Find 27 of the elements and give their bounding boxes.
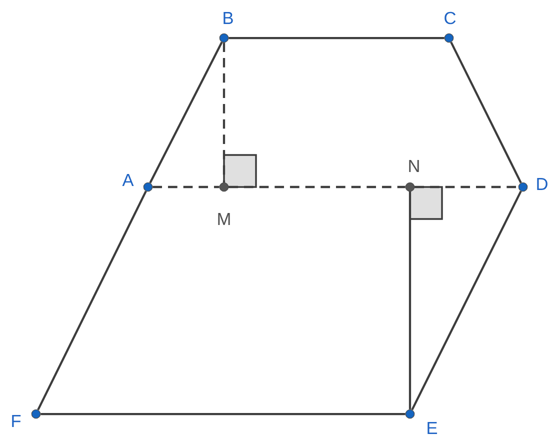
segment	[40, 412, 406, 416]
dashed-segment	[152, 186, 220, 188]
labeled-point: E	[405, 409, 438, 434]
labeled-point: C	[444, 12, 456, 43]
node-label: A	[122, 174, 134, 186]
node-label: E	[428, 422, 438, 434]
node-label: C	[444, 12, 456, 24]
labeled-point: D	[518, 178, 548, 192]
node-label: B	[224, 12, 233, 24]
segment	[149, 42, 223, 184]
labeled-point: B	[219, 12, 233, 43]
segment	[450, 42, 522, 184]
labeled-point: A	[122, 174, 153, 192]
node-label: N	[409, 160, 419, 172]
labeled-point: N	[405, 160, 419, 192]
segment	[411, 190, 522, 410]
labeled-point: M	[218, 182, 230, 225]
segment	[228, 36, 444, 40]
node-label: M	[218, 213, 230, 225]
segment	[37, 190, 147, 410]
labeled-point: F	[12, 409, 41, 427]
dashed-segment	[228, 186, 406, 188]
node-label: D	[537, 178, 548, 190]
dashed-segment	[414, 186, 518, 188]
node-label: F	[12, 415, 21, 427]
segment	[408, 192, 412, 410]
dashed-segment	[222, 42, 226, 182]
